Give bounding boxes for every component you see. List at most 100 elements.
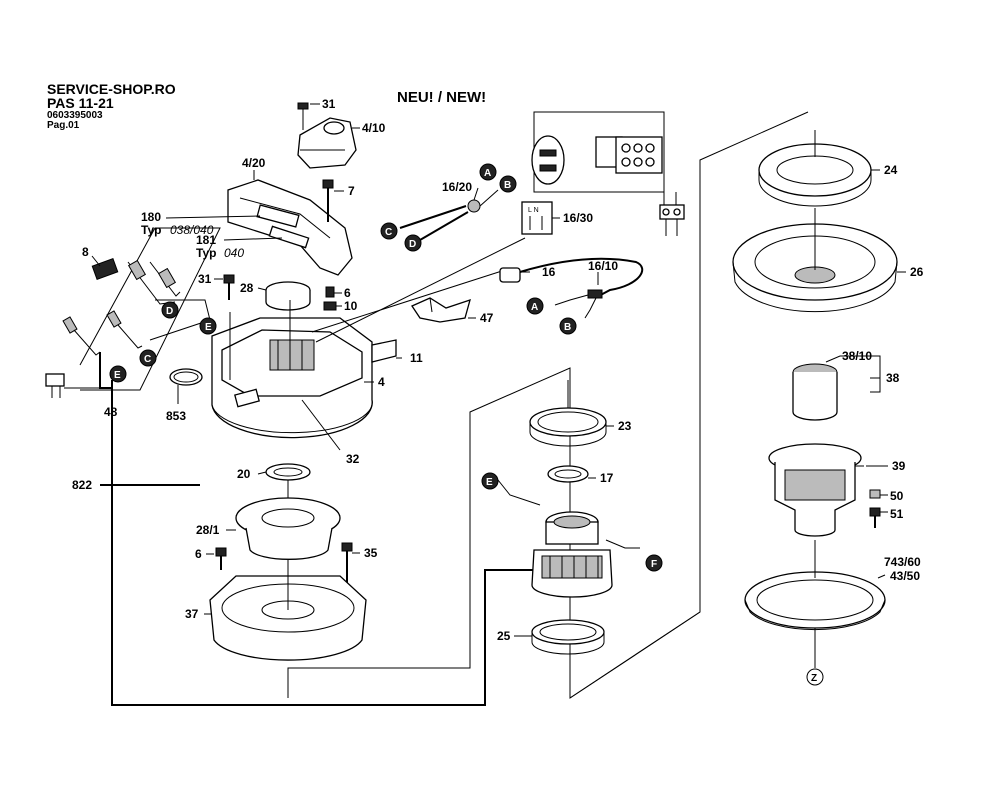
callout-50: 50 bbox=[890, 489, 904, 503]
part-wiring-schematic bbox=[531, 111, 685, 236]
part-6-clip bbox=[325, 286, 335, 298]
svg-text:C: C bbox=[144, 354, 151, 365]
callout-28-1: 28/1 bbox=[196, 523, 220, 537]
svg-text:B: B bbox=[504, 180, 511, 191]
callout-35: 35 bbox=[364, 546, 378, 560]
callout-4-20: 4/20 bbox=[242, 156, 266, 170]
part-11-foil bbox=[371, 339, 397, 363]
connector-c-left: C bbox=[139, 349, 157, 367]
part-4-10-cap bbox=[297, 102, 357, 169]
callout-38: 38 bbox=[886, 371, 900, 385]
part-number: 0603395003 bbox=[47, 110, 103, 121]
part-motor bbox=[497, 479, 640, 598]
part-16-30-switch: L N bbox=[521, 201, 553, 235]
part-20-ring bbox=[265, 463, 311, 481]
new-badge: NEU! / NEW! bbox=[397, 89, 487, 106]
svg-text:F: F bbox=[651, 559, 657, 570]
callout-24: 24 bbox=[884, 163, 898, 177]
part-28-1-flange bbox=[235, 497, 341, 560]
callout-typ-b-value: 040 bbox=[224, 246, 244, 260]
callout-16: 16 bbox=[542, 265, 556, 279]
callout-16-20: 16/20 bbox=[442, 180, 472, 194]
model-title: PAS 11-21 bbox=[47, 95, 114, 111]
callout-20: 20 bbox=[237, 467, 251, 481]
part-26-filter-basket bbox=[732, 208, 898, 313]
callout-25: 25 bbox=[497, 629, 511, 643]
svg-text:A: A bbox=[484, 168, 491, 179]
svg-text:E: E bbox=[114, 370, 121, 381]
callout-4: 4 bbox=[378, 375, 385, 389]
connector-f-motor: F bbox=[645, 554, 663, 572]
assembly-frame-lines bbox=[100, 111, 809, 706]
part-853-clamp bbox=[169, 368, 203, 386]
part-39-holder bbox=[768, 443, 862, 537]
connector-e-motor: E bbox=[481, 472, 499, 490]
svg-text:D: D bbox=[166, 306, 173, 317]
callout-4-10: 4/10 bbox=[362, 121, 386, 135]
part-4-housing bbox=[211, 300, 373, 439]
callout-26: 26 bbox=[910, 265, 924, 279]
callout-typ-a: Typ bbox=[141, 223, 161, 237]
callout-853: 853 bbox=[166, 409, 186, 423]
callout-17: 17 bbox=[600, 471, 614, 485]
part-16-20-connector bbox=[399, 187, 499, 241]
callout-16-10: 16/10 bbox=[588, 259, 618, 273]
part-38-filter bbox=[792, 355, 881, 421]
connector-a-cable: A bbox=[526, 297, 544, 315]
part-50-nut bbox=[869, 489, 881, 499]
svg-text:C: C bbox=[385, 227, 392, 238]
svg-text:E: E bbox=[486, 477, 493, 488]
part-4-20-handle bbox=[227, 179, 353, 276]
callout-7: 7 bbox=[348, 184, 355, 198]
callout-labels: 31 4/10 4/20 7 180 Typ 038/040 181 Typ 0… bbox=[72, 97, 924, 643]
connector-b-cable: B bbox=[559, 317, 577, 335]
svg-text:E: E bbox=[205, 322, 212, 333]
part-16-cable bbox=[499, 257, 644, 319]
callout-38-10: 38/10 bbox=[842, 349, 872, 363]
part-37-base bbox=[209, 560, 367, 661]
callout-23: 23 bbox=[618, 419, 632, 433]
part-17-ring bbox=[547, 465, 589, 483]
part-8-switch-harness bbox=[45, 227, 221, 398]
connector-b-top: B bbox=[499, 175, 517, 193]
callout-11: 11 bbox=[410, 351, 423, 365]
connector-c-top: C bbox=[380, 222, 398, 240]
connector-d-left: D bbox=[161, 301, 179, 319]
svg-text:Z: Z bbox=[811, 673, 817, 684]
switch-label: L N bbox=[528, 207, 539, 214]
callout-37: 37 bbox=[185, 607, 199, 621]
callout-typ-a-value: 038/040 bbox=[170, 223, 214, 237]
callout-47: 47 bbox=[480, 311, 494, 325]
callout-39: 39 bbox=[892, 459, 906, 473]
callout-180: 180 bbox=[141, 210, 161, 224]
connector-d-top: D bbox=[404, 234, 422, 252]
callout-typ-b: Typ bbox=[196, 246, 216, 260]
part-10-clip bbox=[323, 301, 337, 311]
callout-6-lower: 6 bbox=[195, 547, 202, 561]
svg-text:B: B bbox=[564, 322, 571, 333]
callout-6: 6 bbox=[344, 286, 351, 300]
connector-f-left: E bbox=[199, 317, 217, 335]
connector-a-top: A bbox=[479, 163, 497, 181]
part-743-60-bag-seal bbox=[744, 540, 886, 668]
callout-51: 51 bbox=[890, 507, 904, 521]
callout-743-60: 743/60 bbox=[884, 555, 921, 569]
page-number: Pag.01 bbox=[47, 120, 80, 131]
callout-31: 31 bbox=[322, 97, 336, 111]
part-6-screw-lower bbox=[215, 547, 227, 570]
callout-32: 32 bbox=[346, 452, 360, 466]
callout-822: 822 bbox=[72, 478, 92, 492]
callout-181: 181 bbox=[196, 233, 216, 247]
part-25-ring bbox=[531, 619, 605, 655]
part-31-screw-left bbox=[223, 274, 235, 300]
part-23-ring bbox=[529, 407, 607, 447]
callout-10: 10 bbox=[344, 299, 358, 313]
part-47-holder bbox=[411, 297, 471, 323]
connector-e-left: E bbox=[109, 365, 127, 383]
callout-28: 28 bbox=[240, 281, 254, 295]
part-51-screw bbox=[869, 507, 881, 528]
svg-text:D: D bbox=[409, 239, 416, 250]
shop-title: SERVICE-SHOP.RO bbox=[47, 81, 176, 97]
callout-16-30: 16/30 bbox=[563, 211, 593, 225]
